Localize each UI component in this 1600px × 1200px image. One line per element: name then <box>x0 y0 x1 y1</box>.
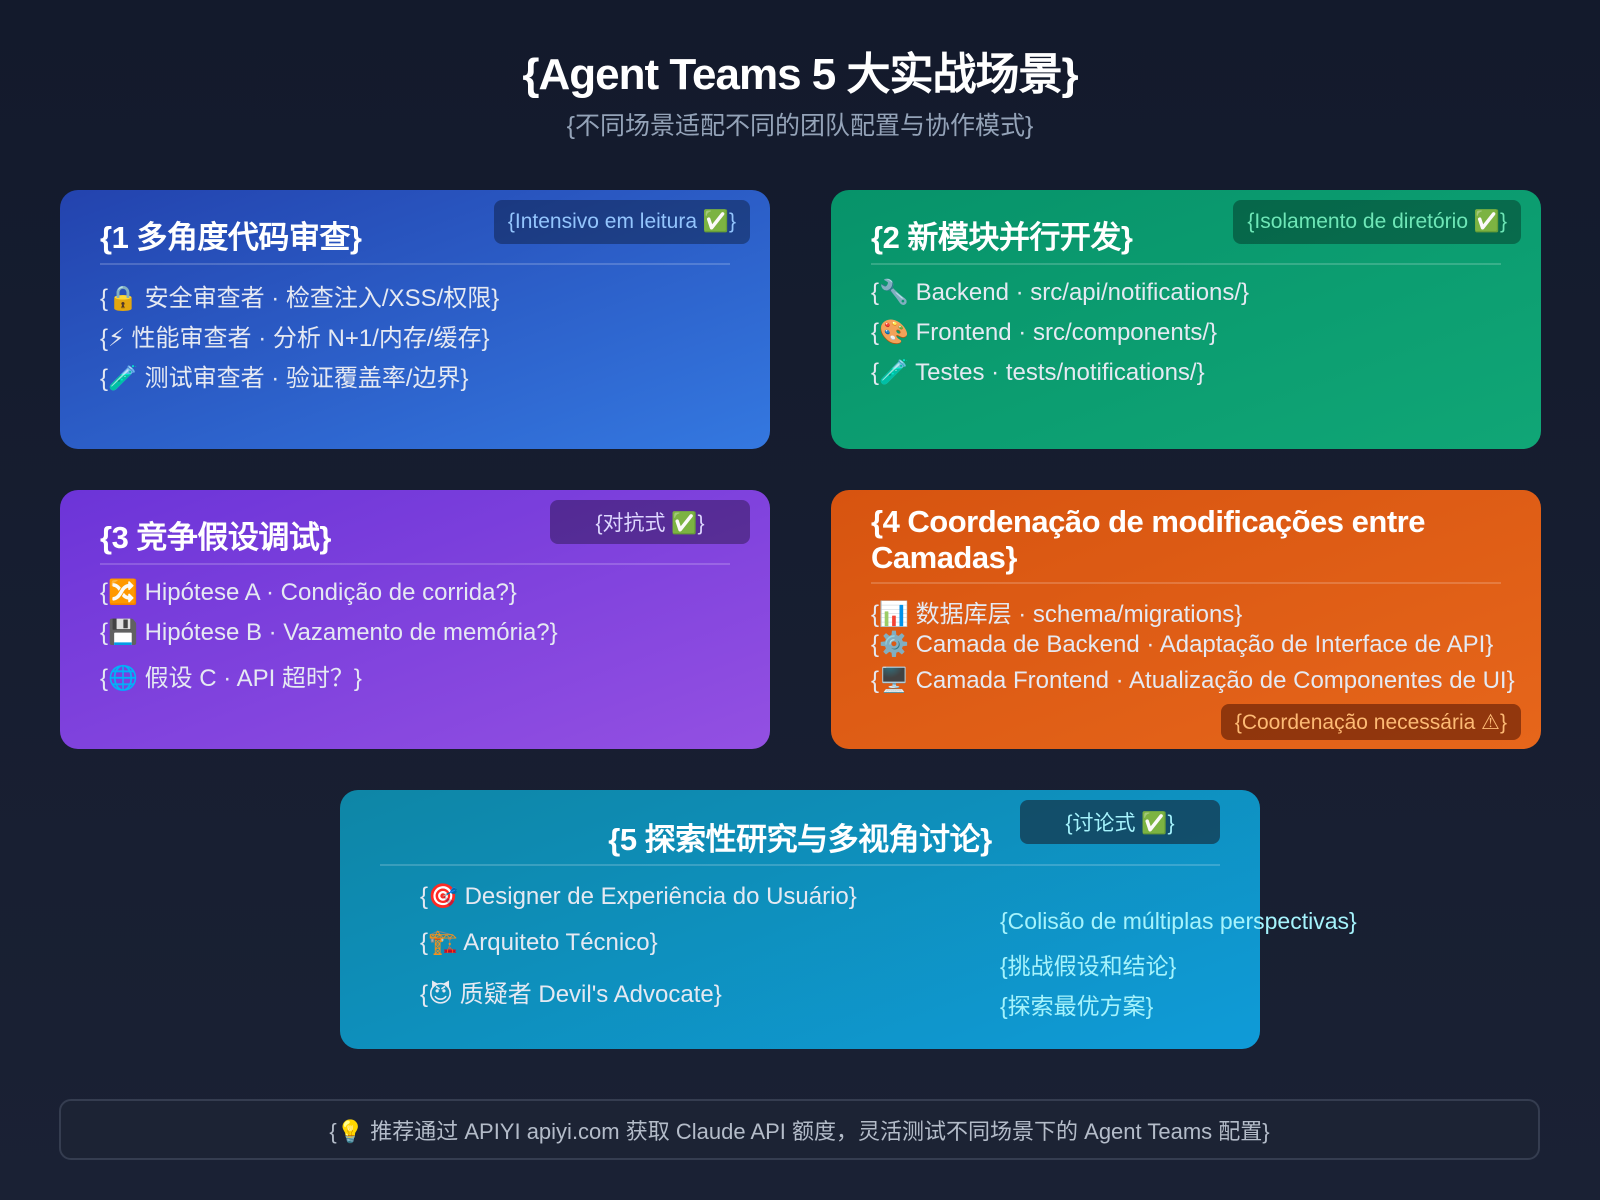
divider <box>100 563 730 565</box>
list-item: {🧪 Testes · tests/notifications/} <box>871 359 1205 386</box>
list-item: {📊 数据库层 · schema/migrations} <box>871 601 1243 628</box>
scenario-card-cross-layer: {4 Coordenação de modificações entre Cam… <box>831 490 1541 749</box>
scenario-card-code-review: {1 多角度代码审查} {Intensivo em leitura ✅} {🔒 … <box>60 190 770 449</box>
card-badge: {Coordenação necessária ⚠} <box>1220 704 1521 740</box>
list-item: {🔧 Backend · src/api/notifications/} <box>871 279 1250 306</box>
scenario-card-research: {5 探索性研究与多视角讨论} {讨论式 ✅} {🎯 Designer de E… <box>340 790 1357 1049</box>
list-item: {🔀 Hipótese A · Condição de corrida?} <box>100 579 517 606</box>
page-title: {Agent Teams 5 大实战场景} <box>522 50 1078 99</box>
list-item: {🌐 假设 C · API 超时？} <box>100 665 362 692</box>
scenario-card-debugging: {3 竞争假设调试} {对抗式 ✅} {🔀 Hipótese A · Condi… <box>60 490 770 749</box>
side-note: {Colisão de múltiplas perspectivas} <box>1000 908 1357 934</box>
card-badge: {讨论式 ✅} <box>1020 800 1220 844</box>
card-title: {1 多角度代码审查} <box>100 220 362 255</box>
card-title: {3 竞争假设调试} <box>100 520 331 555</box>
scenario-card-parallel-dev: {2 新模块并行开发} {Isolamento de diretório ✅} … <box>831 190 1541 449</box>
list-item: {💾 Hipótese B · Vazamento de memória?} <box>100 619 558 646</box>
divider <box>871 582 1501 584</box>
list-item: {🔒 安全审查者 · 检查注入/XSS/权限} <box>100 285 500 312</box>
list-item: {⚡ 性能审查者 · 分析 N+1/内存/缓存} <box>100 325 490 352</box>
page-subtitle: {不同场景适配不同的团队配置与协作模式} <box>566 112 1034 140</box>
card-badge: {Intensivo em leitura ✅} <box>493 200 750 244</box>
list-item: {🎨 Frontend · src/components/} <box>871 319 1218 346</box>
divider <box>100 263 730 265</box>
card-badge: {对抗式 ✅} <box>550 500 750 544</box>
card-title: {5 探索性研究与多视角讨论} <box>608 822 992 857</box>
footer-tip: {💡 推荐通过 APIYI apiyi.com 获取 Claude API 额度… <box>59 1099 1540 1160</box>
side-note: {探索最优方案} <box>1000 993 1154 1019</box>
divider <box>380 864 1220 866</box>
card-badge: {Isolamento de diretório ✅} <box>1233 200 1521 244</box>
list-item: {🎯 Designer de Experiência do Usuário} <box>420 883 857 910</box>
divider <box>871 263 1501 265</box>
list-item: {🏗️ Arquiteto Técnico} <box>420 929 658 956</box>
list-item: {🧪 测试审查者 · 验证覆盖率/边界} <box>100 365 469 392</box>
card-title: {2 新模块并行开发} <box>871 220 1133 255</box>
list-item: {⚙️ Camada de Backend · Adaptação de Int… <box>871 631 1494 658</box>
card-title: {4 Coordenação de modificações entre Cam… <box>871 504 1425 575</box>
side-note: {挑战假设和结论} <box>1000 953 1177 979</box>
list-item: {🖥️ Camada Frontend · Atualização de Com… <box>871 667 1515 694</box>
list-item: {😈 质疑者 Devil's Advocate} <box>420 981 722 1008</box>
